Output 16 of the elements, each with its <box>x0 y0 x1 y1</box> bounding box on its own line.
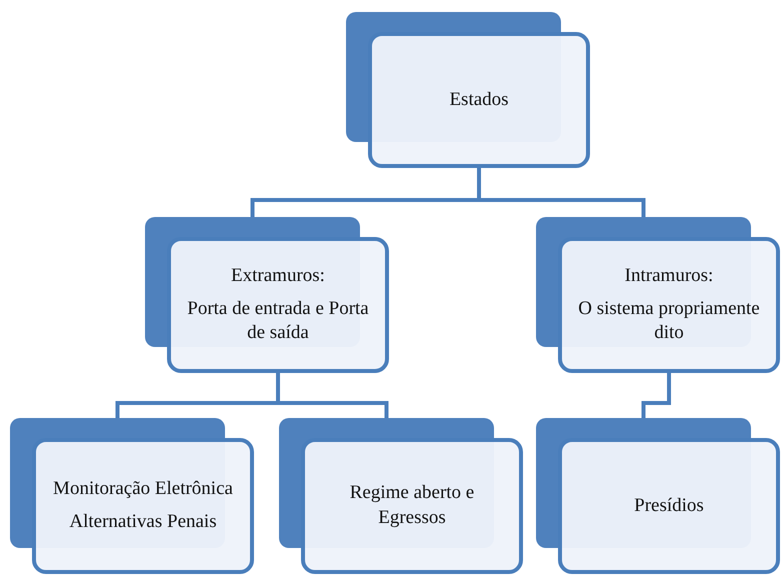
box-label: Intramuros: <box>624 264 714 288</box>
box-label: Alternativas Penais <box>69 510 217 534</box>
org-box <box>10 418 254 574</box>
box-label: Porta de entrada e Porta de saída <box>186 296 370 346</box>
org-box <box>536 217 780 373</box>
connector-line <box>642 373 671 418</box>
box-label: Monitoração Eletrônica <box>53 477 233 502</box>
box-label: Estados <box>449 88 509 112</box>
box-label: O sistema propriamente dito <box>577 296 761 346</box>
org-box <box>346 12 590 168</box>
box-label: Regime aberto e Egressos <box>348 481 476 530</box>
org-box <box>145 217 389 373</box>
org-box <box>536 418 780 574</box>
box-label: Extramuros: <box>231 264 325 288</box>
org-box <box>279 418 523 574</box>
box-label: Presídios <box>634 494 704 518</box>
